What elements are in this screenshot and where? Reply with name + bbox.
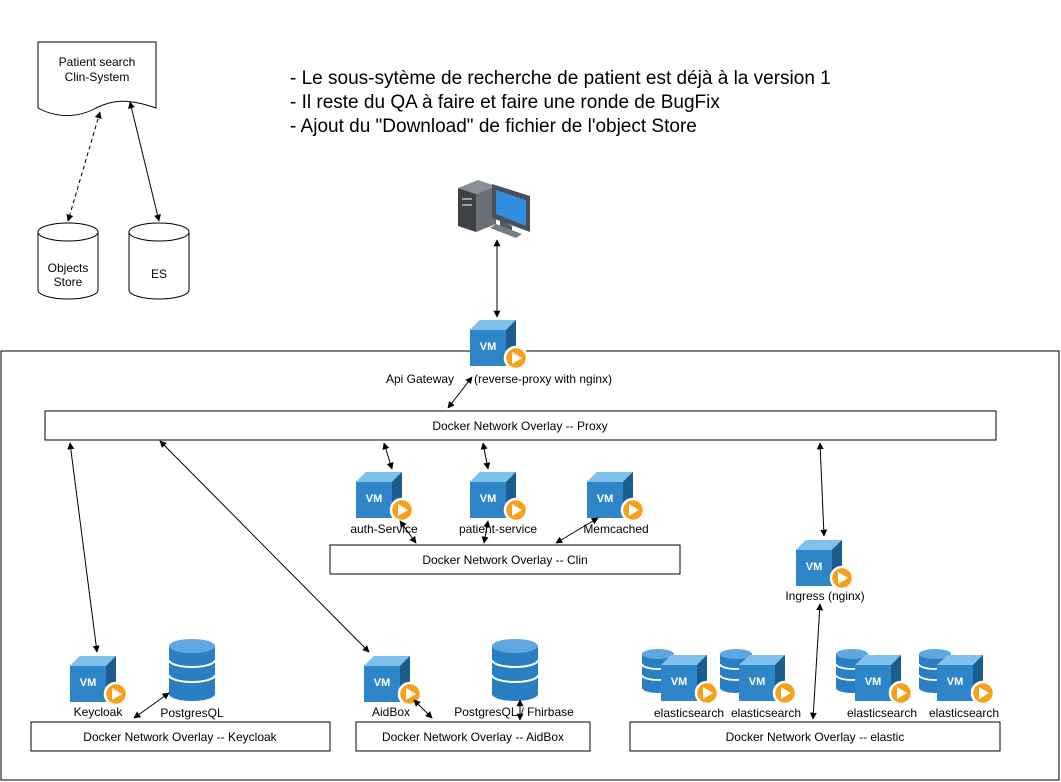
aidbox-label: AidBox bbox=[372, 705, 410, 719]
es-cylinder: ES bbox=[128, 222, 190, 300]
patient-service-vm-icon: VM bbox=[468, 470, 529, 523]
svg-text:VM: VM bbox=[480, 493, 497, 505]
svg-text:VM: VM bbox=[366, 493, 383, 505]
note-1: - Le sous-sytème de recherche de patient… bbox=[290, 68, 831, 89]
ingress-elastic-arrow bbox=[809, 603, 824, 720]
elastic-label-2: elasticsearch bbox=[731, 706, 801, 720]
svg-text:VM: VM bbox=[480, 341, 497, 353]
svg-text:Docker Network Overlay -- Keyc: Docker Network Overlay -- Keycloak bbox=[83, 730, 277, 744]
proxy-ingress-arrow bbox=[816, 442, 828, 537]
svg-text:Docker Network Overlay -- Clin: Docker Network Overlay -- Clin bbox=[422, 553, 587, 567]
network-proxy: Docker Network Overlay -- Proxy bbox=[44, 410, 997, 441]
svg-text:VM: VM bbox=[749, 676, 766, 688]
elastic-label-3: elasticsearch bbox=[847, 706, 917, 720]
document-line-1: Patient search bbox=[59, 55, 136, 69]
es-label: ES bbox=[151, 267, 167, 281]
elastic-node-3: VM bbox=[835, 648, 914, 706]
ingress-label: Ingress (nginx) bbox=[785, 589, 864, 603]
memcached-vm-icon: VM bbox=[585, 470, 646, 523]
keycloak-vm-icon: VM bbox=[68, 654, 129, 707]
elastic-node-2: VM bbox=[719, 648, 798, 706]
ingress-vm-icon: VM bbox=[794, 538, 855, 591]
svg-text:VM: VM bbox=[80, 677, 97, 689]
proxy-auth-arrow bbox=[382, 442, 394, 470]
computer-icon bbox=[458, 180, 530, 238]
objects-store-line-1: Objects bbox=[48, 261, 89, 275]
postgres-keycloak-label: PostgresQL bbox=[160, 706, 224, 720]
objects-store-cylinder: Objects Store bbox=[37, 222, 99, 300]
connectors bbox=[67, 239, 828, 721]
objects-store-line-2: Store bbox=[54, 275, 83, 289]
memcached-clin-arrow bbox=[555, 517, 599, 544]
postgres-fhir-label: PostgresQL / Fhirbase bbox=[454, 705, 574, 719]
proxy-keycloak-arrow bbox=[67, 442, 100, 653]
proxy-aidbox-arrow bbox=[159, 440, 370, 653]
svg-text:VM: VM bbox=[374, 677, 391, 689]
svg-text:Docker Network Overlay -- elas: Docker Network Overlay -- elastic bbox=[726, 730, 905, 744]
svg-text:VM: VM bbox=[947, 676, 964, 688]
postgres-keycloak-db-icon bbox=[168, 638, 216, 702]
cluster-boundary bbox=[0, 350, 1060, 781]
elastic-label-1: elasticsearch bbox=[654, 706, 724, 720]
elastic-label-4: elasticsearch bbox=[929, 706, 999, 720]
postgres-fhir-db-icon bbox=[491, 638, 539, 702]
doc-objects-arrow bbox=[66, 111, 102, 222]
auth-service-vm-icon: VM bbox=[354, 470, 415, 523]
aidbox-network-arrow bbox=[413, 699, 433, 719]
api-gateway-vm-icon: VM bbox=[468, 318, 529, 371]
doc-es-arrow bbox=[128, 101, 161, 222]
network-clin: Docker Network Overlay -- Clin bbox=[329, 544, 681, 575]
network-keycloak: Docker Network Overlay -- Keycloak bbox=[30, 721, 331, 752]
svg-text:Docker Network Overlay -- Prox: Docker Network Overlay -- Proxy bbox=[432, 419, 607, 433]
network-aidbox: Docker Network Overlay -- AidBox bbox=[355, 721, 591, 752]
patient-search-document: Patient search Clin-System bbox=[37, 41, 157, 116]
svg-text:VM: VM bbox=[597, 493, 614, 505]
elastic-node-4: VM bbox=[918, 648, 996, 706]
svg-text:VM: VM bbox=[806, 561, 823, 573]
reverse-proxy-label: (reverse-proxy with nginx) bbox=[474, 372, 612, 386]
auth-clin-arrow bbox=[399, 520, 417, 544]
memcached-label: Memcached bbox=[583, 522, 648, 536]
document-line-2: Clin-System bbox=[65, 70, 130, 84]
aidbox-vm-icon: VM bbox=[362, 654, 423, 707]
keycloak-label: Keycloak bbox=[74, 705, 124, 719]
svg-text:VM: VM bbox=[865, 676, 882, 688]
network-elastic: Docker Network Overlay -- elastic bbox=[629, 721, 1001, 752]
patient-service-label: patient-service bbox=[459, 522, 537, 536]
note-2: - Il reste du QA à faire et faire une ro… bbox=[290, 92, 720, 113]
svg-text:Docker Network Overlay -- AidB: Docker Network Overlay -- AidBox bbox=[382, 730, 564, 744]
auth-service-label: auth-Service bbox=[350, 522, 418, 536]
gateway-proxy-arrow bbox=[447, 376, 473, 409]
note-3: - Ajout du "Download" de fichier de l'ob… bbox=[290, 116, 697, 137]
svg-text:VM: VM bbox=[671, 676, 688, 688]
elastic-node-1: VM bbox=[641, 648, 720, 706]
patient-clin-arrow bbox=[481, 520, 491, 544]
api-gateway-label: Api Gateway bbox=[386, 372, 454, 386]
proxy-patient-arrow bbox=[480, 442, 491, 470]
postgres-keycloak-arrow bbox=[133, 692, 170, 719]
